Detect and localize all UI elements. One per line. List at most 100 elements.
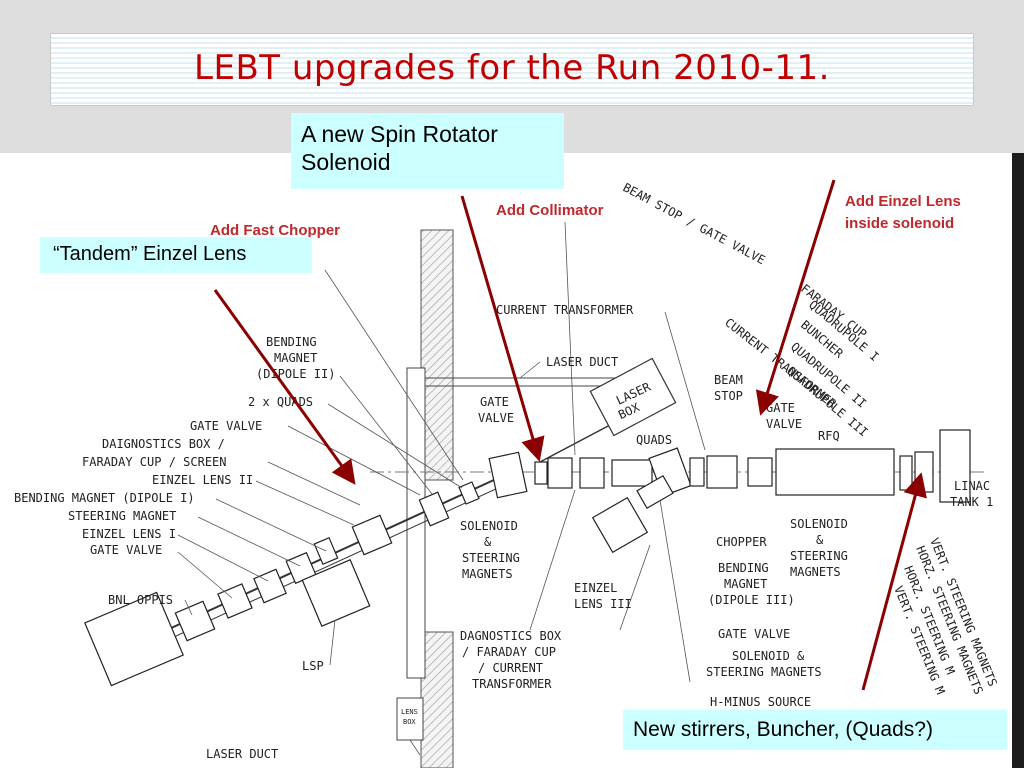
leader-diagnostics-bottom	[529, 489, 576, 631]
leader-laser-duct-bottom	[409, 739, 421, 756]
label-bending-magnet-dipole3-1: BENDING	[718, 561, 769, 575]
callout-spin-line-1: A new Spin Rotator	[301, 121, 498, 147]
lsp-box	[301, 559, 371, 627]
leader-h-minus	[659, 499, 691, 683]
label-gate-valve-bottom: GATE VALVE	[718, 627, 790, 641]
leader-lsp	[329, 619, 336, 666]
buncher-shape	[899, 455, 913, 491]
diagram-right-border	[1012, 153, 1024, 768]
label-solenoid-left-2: &	[484, 535, 492, 549]
einzel-lens-2-shape	[351, 514, 393, 556]
label-solenoid-left-1: SOLENOID	[460, 519, 518, 533]
arrow-einzel-inside	[755, 179, 836, 416]
callout-tandem-einzel: “Tandem” Einzel Lens	[40, 237, 312, 273]
leader-einzel-1	[177, 534, 269, 582]
callout-spin-line-2: Solenoid	[301, 149, 391, 175]
label-diagnostics-box-2: FARADAY CUP / SCREEN	[82, 455, 227, 469]
upgrade-einzel-inside-1: Add Einzel Lens	[845, 193, 961, 210]
label-diagnostics-box-1: DAIGNOSTICS BOX /	[102, 437, 225, 451]
leader-laser-duct	[519, 361, 541, 379]
label-lens-box-1: LENS	[401, 708, 418, 716]
label-gate-valve-mid-2: VALVE	[478, 411, 514, 425]
laser-box	[589, 357, 677, 437]
oppis-component-1	[174, 600, 216, 642]
quads-2x-shape	[458, 481, 480, 505]
label-bending-magnet-dipole2-2: MAGNET	[274, 351, 317, 365]
label-gate-valve-mid-1: GATE	[480, 395, 509, 409]
label-bending-magnet-dipole2-3: (DIPOLE II)	[256, 367, 335, 381]
label-bending-magnet-dipole3-3: (DIPOLE III)	[708, 593, 795, 607]
arrow-spin-rotator	[460, 195, 545, 462]
oppis-component-2	[217, 583, 253, 619]
leader-two-quads	[327, 403, 463, 489]
label-solenoid-right-2: &	[816, 533, 824, 547]
label-gate-valve-right-2: VALVE	[766, 417, 802, 431]
label-diagnostics-bottom-1: DAGNOSTICS BOX	[460, 629, 562, 643]
arrow-tandem-einzel	[213, 289, 356, 485]
label-solenoid-bottom-1: SOLENOID &	[732, 649, 805, 663]
leader-dipole-2	[339, 375, 433, 495]
oppis-beamline-edge	[149, 475, 525, 649]
label-beam-stop-2: STOP	[714, 389, 743, 403]
label-solenoid-right-3: STEERING	[790, 549, 848, 563]
label-bending-magnet-dipole3-2: MAGNET	[724, 577, 767, 591]
label-linac-2: TANK 1	[950, 495, 993, 509]
slide-title: LEBT upgrades for the Run 2010-11.	[194, 48, 830, 88]
shield-wall-upper	[420, 229, 454, 481]
upgrade-einzel-inside-2: inside solenoid	[845, 215, 954, 232]
label-solenoid-right-4: MAGNETS	[790, 565, 841, 579]
label-chopper: CHOPPER	[716, 535, 767, 549]
laser-duct-pipe	[406, 367, 426, 679]
bnl-oppis-source	[84, 591, 184, 687]
gate-valve-right-shape	[747, 457, 773, 487]
label-gate-valve-left: GATE VALVE	[190, 419, 262, 433]
bending-dipole-3-shape	[689, 457, 705, 487]
label-two-quads: 2 x QUADS	[248, 395, 313, 409]
label-gate-valve-right-1: GATE	[766, 401, 795, 415]
label-diagnostics-bottom-3: / CURRENT	[478, 661, 543, 675]
label-current-transformer: CURRENT TRANSFORMER	[496, 303, 634, 317]
shield-wall-lower	[420, 631, 454, 768]
label-quads: QUADS	[636, 433, 672, 447]
collimator-shape	[534, 461, 548, 485]
label-diagnostics-bottom-4: TRANSFORMER	[472, 677, 552, 691]
label-gate-valve-lower-left: GATE VALVE	[90, 543, 162, 557]
solenoid-left-shape	[488, 451, 528, 499]
label-linac-1: LINAC	[954, 479, 990, 493]
callout-new-stirrers: New stirrers, Buncher, (Quads?)	[623, 710, 1007, 750]
label-bending-magnet-dipole2-1: BENDING	[266, 335, 317, 349]
label-bending-magnet-dipole1: BENDING MAGNET (DIPOLE I)	[14, 491, 195, 505]
leader-diagnostics	[267, 461, 361, 506]
label-einzel-lens-1: EINZEL LENS I	[82, 527, 176, 541]
label-einzel-lens-2: EINZEL LENS II	[152, 473, 253, 487]
title-banner: LEBT upgrades for the Run 2010-11.	[50, 33, 974, 106]
label-solenoid-right-1: SOLENOID	[790, 517, 848, 531]
leader-current-transformer	[664, 311, 706, 451]
leader-collimator	[564, 221, 576, 456]
gate-valve-mid-shape	[611, 459, 653, 487]
label-diagnostics-bottom-2: / FARADAY CUP	[462, 645, 556, 659]
leader-gate-valve-lower	[177, 551, 233, 599]
label-solenoid-bottom-2: STEERING MAGNETS	[706, 665, 822, 679]
dipole-2-shape	[418, 491, 450, 527]
callout-spin-rotator: A new Spin Rotator Solenoid	[291, 113, 564, 189]
chopper-shape	[706, 455, 738, 489]
label-lsp: LSP	[302, 659, 324, 673]
leader-gate-valve	[287, 425, 421, 496]
label-einzel-lens-3-1: EINZEL	[574, 581, 617, 595]
label-beam-stop-1: BEAM	[714, 373, 743, 387]
label-bnl-oppis: BNL OPPIS	[108, 593, 173, 607]
label-einzel-lens-3-2: LENS III	[574, 597, 632, 611]
label-steering-magnet: STEERING MAGNET	[68, 509, 176, 523]
current-transformer-shape	[547, 457, 573, 489]
label-rfq: RFQ	[818, 429, 840, 443]
label-solenoid-left-4: MAGNETS	[462, 567, 513, 581]
linac-tank-shape	[939, 429, 971, 503]
h-minus-source-shape	[591, 496, 649, 554]
label-solenoid-left-3: STEERING	[462, 551, 520, 565]
label-beam-stop-gate-valve: BEAM STOP / GATE VALVE	[621, 180, 768, 267]
label-laser-duct: LASER DUCT	[546, 355, 618, 369]
leader-fast-chopper	[324, 269, 464, 481]
leader-oppis	[184, 599, 193, 616]
